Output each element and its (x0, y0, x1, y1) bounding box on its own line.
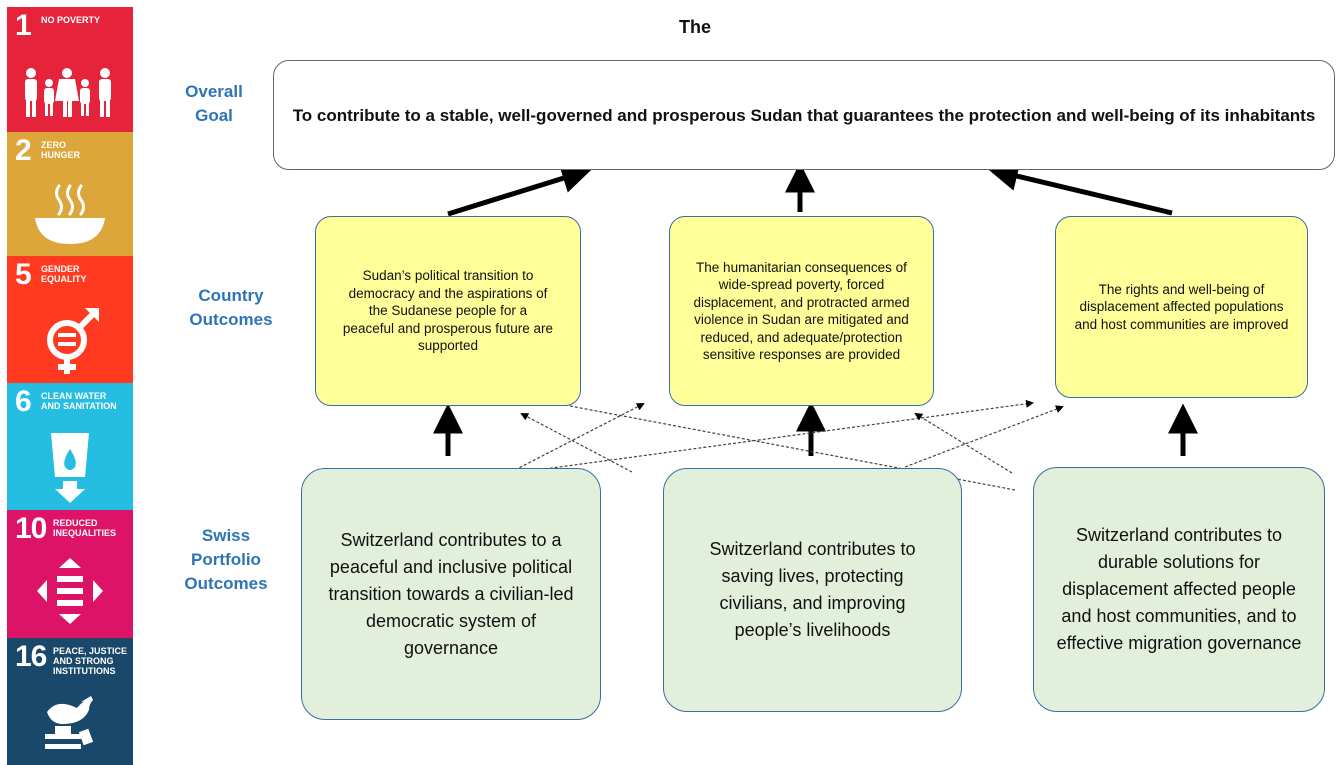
country-outcome-2: The humanitarian consequences of wide-sp… (669, 216, 934, 406)
arrow-outcome-3-to-goal (987, 161, 1173, 216)
sdg-label: Clean Water and Sanitation (41, 391, 117, 411)
portfolio-outcome-1: Switzerland contributes to a peaceful an… (301, 468, 601, 720)
sdg-tile-1: 1 No Poverty (7, 7, 133, 132)
sdg-tile-6: 6 Clean Water and Sanitation (7, 383, 133, 510)
portfolio-outcome-text: Switzerland contributes to saving lives,… (709, 539, 916, 640)
sdg-label: Gender Equality (41, 264, 87, 284)
equality-arrows-icon (37, 558, 103, 624)
overall-goal-text: To contribute to a stable, well-governed… (292, 105, 1316, 125)
label-country-outcomes: Country Outcomes (189, 286, 273, 329)
label-overall-goal: Overall Goal (185, 82, 243, 125)
sdg-label: No Poverty (41, 15, 101, 25)
country-outcome-text: The rights and well-being of displacemen… (1074, 281, 1289, 332)
sdg-number: 2 (15, 134, 32, 167)
sdg-number: 1 (15, 9, 32, 42)
sdg-number: 6 (15, 385, 32, 418)
family-icon (25, 68, 111, 117)
country-outcome-3: The rights and well-being of displacemen… (1055, 216, 1308, 398)
country-outcome-text: The humanitarian consequences of wide-sp… (693, 259, 910, 363)
dashed-link-p1-to-o2 (514, 403, 645, 471)
sdg-tile-5: 5 Gender Equality (7, 256, 133, 383)
sdg-number: 5 (15, 258, 32, 291)
sdg-tile-16: 16 Peace, Justice and Strong Institution… (7, 638, 133, 765)
dove-gavel-icon (45, 696, 94, 749)
dashed-link-p1-to-o3 (514, 399, 1034, 474)
sdg-tile-2: 2 Zero Hunger (7, 132, 133, 256)
sdg-number: 16 (15, 640, 47, 673)
arrow-outcome-1-to-goal (447, 163, 592, 217)
country-outcome-text: Sudan’s political transition to democrac… (342, 268, 554, 354)
country-outcome-1: Sudan’s political transition to democrac… (315, 216, 581, 406)
dashed-link-p2-to-o1 (520, 413, 633, 473)
gender-equality-icon (47, 308, 99, 374)
portfolio-outcome-3: Switzerland contributes to durable solut… (1033, 467, 1325, 712)
portfolio-outcome-text: Switzerland contributes to durable solut… (1056, 525, 1302, 653)
diagram-header-title: The (678, 17, 711, 37)
bowl-icon (35, 184, 105, 244)
sdg-label: Reduced Inequalities (53, 518, 117, 538)
portfolio-outcome-2: Switzerland contributes to saving lives,… (663, 468, 962, 712)
sdg-tile-10: 10 Reduced Inequalities (7, 510, 133, 638)
label-swiss-portfolio-outcomes: Swiss Portfolio Outcomes (184, 526, 268, 593)
portfolio-outcome-text: Switzerland contributes to a peaceful an… (328, 529, 574, 658)
water-glass-icon (51, 433, 89, 503)
sdg-label: Peace, Justice and Strong Institutions (53, 646, 128, 676)
dashed-link-p3-to-o2 (914, 412, 1013, 474)
sdg-number: 10 (15, 512, 47, 545)
overall-goal-box: To contribute to a stable, well-governed… (273, 60, 1335, 170)
sdg-label: Zero Hunger (41, 140, 81, 160)
dashed-link-p2-to-o3 (904, 405, 1064, 468)
